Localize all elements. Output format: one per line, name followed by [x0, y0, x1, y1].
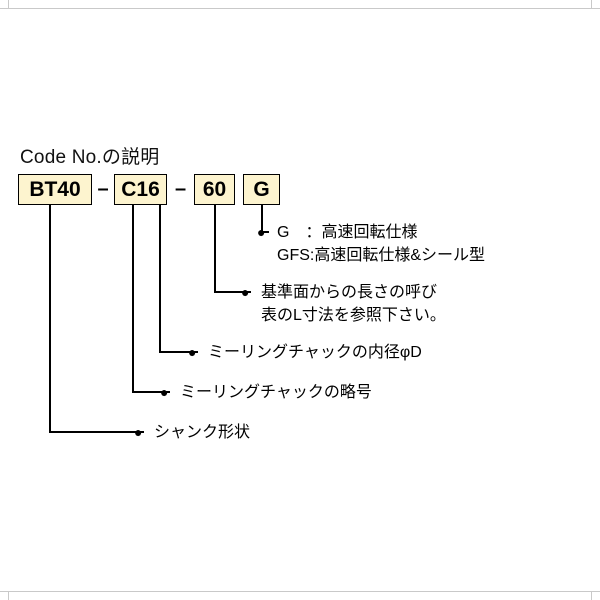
bullet-icon: ● [134, 424, 143, 440]
annotation-text: ミーリングチャックの略号 [180, 384, 372, 401]
bullet-icon: ● [257, 224, 266, 240]
annotation-text: 表のL寸法を参照下さい。 [261, 307, 446, 324]
annotation-text: 基準面からの長さの呼び [261, 284, 438, 301]
connector-vertical-spec [261, 205, 263, 233]
page-rule-tick [8, 592, 9, 600]
connector-horizontal-diameter [159, 351, 198, 353]
code-box-shank: BT40 [18, 174, 92, 205]
bullet-icon: ● [160, 384, 169, 400]
annotation-text: G ：高速回転仕様 [277, 224, 418, 241]
annotation-text: GFS:高速回転仕様&シール型 [277, 247, 486, 264]
annotation-text: ミーリングチャックの内径φD [208, 344, 422, 361]
annotation-line: GFS:高速回転仕様&シール型 [257, 244, 485, 267]
connector-horizontal-spec [261, 231, 269, 233]
annotation-line: ● ミーリングチャックの略号 [160, 381, 372, 404]
annotation-line: ● ミーリングチャックの内径φD [188, 341, 422, 364]
connector-vertical-abbr [132, 205, 134, 393]
bullet-icon: ● [188, 344, 197, 360]
annotation-diameter: ● ミーリングチャックの内径φD [188, 341, 422, 364]
connector-horizontal-shank [49, 431, 144, 433]
connector-horizontal-abbr [132, 391, 170, 393]
connector-horizontal-length [214, 291, 251, 293]
annotation-line: ● G ：高速回転仕様 [257, 221, 485, 244]
page-rule-top [0, 8, 600, 9]
annotation-abbr: ● ミーリングチャックの略号 [160, 381, 372, 404]
code-separator: – [97, 178, 109, 200]
page-title: Code No.の説明 [20, 147, 160, 168]
connector-vertical-diameter [159, 205, 161, 353]
annotation-spec: ● G ：高速回転仕様 GFS:高速回転仕様&シール型 [257, 221, 485, 267]
connector-vertical-length [214, 205, 216, 293]
page-rule-tick [591, 592, 592, 600]
page-rule-bottom [0, 591, 600, 592]
annotation-length: ● 基準面からの長さの呼び 表のL寸法を参照下さい。 [241, 281, 446, 327]
bullet-icon: ● [241, 284, 250, 300]
page-rule-tick [591, 0, 592, 8]
page-rule-tick [8, 0, 9, 8]
code-box-length: 60 [194, 174, 235, 205]
annotation-shank: ● シャンク形状 [134, 421, 250, 444]
annotation-line: 表のL寸法を参照下さい。 [241, 304, 446, 327]
code-box-chuck: C16 [114, 174, 167, 205]
connector-vertical-shank [49, 205, 51, 433]
annotation-text: シャンク形状 [154, 424, 251, 441]
code-box-spec: G [243, 174, 280, 205]
code-separator: – [174, 178, 187, 200]
annotation-line: ● 基準面からの長さの呼び [241, 281, 446, 304]
annotation-line: ● シャンク形状 [134, 421, 250, 444]
